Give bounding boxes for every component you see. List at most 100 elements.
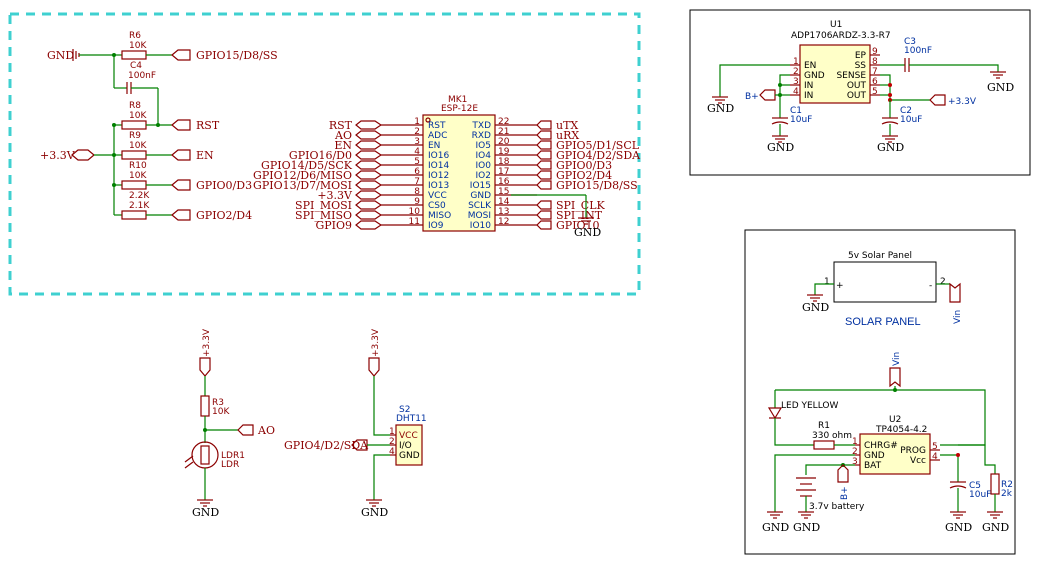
svg-text:GND: GND	[793, 521, 820, 534]
capacitor-c5: C5 10uF	[949, 481, 991, 500]
svg-text:1: 1	[824, 277, 830, 287]
solar-panel: 5v Solar Panel + - 1 2	[824, 251, 946, 303]
esp-left-pin-num-0: 1	[414, 117, 420, 127]
esp-right-pin-num-5: 17	[498, 167, 509, 177]
esp-left-pin-num-6: 7	[414, 177, 420, 187]
net-label-bplus-charger: B+	[837, 464, 850, 500]
svg-text:3.7v battery: 3.7v battery	[809, 502, 865, 512]
gnd-symbol-battery: GND	[793, 511, 820, 534]
charger-left-pin-2: BAT	[864, 461, 882, 471]
regulator-right-num-2: 7	[872, 67, 878, 77]
esp-net-flag	[355, 200, 383, 210]
net-label-en: EN	[171, 149, 214, 162]
charger-right-num-1: 4	[932, 452, 938, 462]
esp-left-pin-8: CS0	[428, 201, 446, 211]
esp-right-pin-2: IO5	[476, 141, 491, 151]
svg-text:GPIO0/D3: GPIO0/D3	[196, 179, 252, 192]
svg-text:GND: GND	[982, 521, 1009, 534]
esp-right-pin-0: TXD	[471, 121, 491, 131]
esp-group-border	[8, 12, 641, 296]
esp-right-net-10: GPIO10	[556, 219, 600, 232]
gnd-symbol-dht: GND	[361, 499, 388, 519]
esp-right-pin-5: IO2	[476, 171, 491, 181]
svg-text:R9: R9	[129, 131, 141, 141]
svg-text:C2: C2	[900, 106, 912, 116]
svg-text:2: 2	[940, 277, 946, 287]
esp-right-net-1: uRX	[556, 129, 579, 142]
esp-left-net-4: GPIO14/D5/SCK	[261, 159, 353, 172]
net-label-gpio2: GPIO2/D4	[171, 209, 252, 222]
esp-left-net-2: EN	[334, 139, 352, 152]
svg-text:R8: R8	[129, 101, 141, 111]
esp-net-flag	[355, 170, 383, 180]
svg-text:AO: AO	[257, 424, 275, 437]
regulator-u1: U1 ADP1706ARDZ-3.3-R7	[791, 20, 891, 104]
esp-net-flag	[355, 220, 383, 230]
esp-left-net-1: AO	[334, 129, 352, 142]
esp-right-pin-num-3: 19	[498, 147, 510, 157]
regulator-right-num-0: 9	[872, 47, 878, 57]
esp-right-net-4: GPIO0/D3	[556, 159, 612, 172]
svg-text:LDR1: LDR1	[221, 451, 245, 461]
svg-text:TP4054-4.2: TP4054-4.2	[875, 425, 927, 435]
esp-right-pin-num-10: 12	[498, 217, 509, 227]
regulator-left-num-0: 1	[793, 57, 799, 67]
regulator-left-num-1: 2	[793, 67, 799, 77]
charger-right-pin-0: PROG	[900, 446, 926, 456]
svg-text:GND: GND	[707, 102, 734, 115]
gnd-symbol-top-left: GND	[47, 49, 114, 62]
esp-left-pin-num-1: 2	[414, 127, 420, 137]
svg-text:100nF: 100nF	[128, 71, 156, 81]
regulator-right-num-4: 5	[872, 87, 878, 97]
svg-text:LED YELLOW: LED YELLOW	[781, 401, 838, 411]
esp-right-pin-9: MOSI	[468, 211, 491, 221]
svg-text:330 ohm: 330 ohm	[812, 431, 852, 441]
esp-left-pin-5: IO12	[428, 171, 449, 181]
esp-right-net-5: GPIO2/D4	[556, 169, 612, 182]
dht-pin-num-0: 1	[389, 427, 395, 437]
esp-left-net-7: +3.3V	[317, 189, 353, 202]
esp-left-pin-num-3: 4	[414, 147, 420, 157]
gnd-symbol-ldr: GND	[192, 499, 219, 519]
net-label-bplus-regulator: B+	[745, 89, 776, 102]
esp-right-net-flag	[536, 120, 552, 130]
svg-text:S2: S2	[399, 405, 410, 415]
svg-text:+3.3V: +3.3V	[202, 328, 212, 357]
esp-right-net-flag	[536, 140, 552, 150]
charger-left-pin-1: GND	[864, 451, 885, 461]
capacitor-c3: C3 100nF	[904, 37, 932, 72]
esp-right-net-flag	[536, 220, 552, 230]
regulator-right-pin-3: OUT	[847, 81, 867, 91]
svg-text:B+: B+	[840, 486, 850, 500]
svg-text:RST: RST	[196, 119, 220, 132]
esp-right-pin-num-6: 16	[498, 177, 510, 187]
svg-text:10uF: 10uF	[969, 490, 991, 500]
svg-text:GND: GND	[802, 301, 829, 314]
svg-text:-: -	[929, 281, 932, 291]
svg-text:GND: GND	[767, 141, 794, 154]
esp-left-pin-7: VCC	[428, 191, 447, 201]
resistor-r2: R2 2k	[990, 473, 1013, 499]
esp-right-net-flag	[536, 170, 552, 180]
svg-text:C5: C5	[969, 481, 981, 491]
esp-net-flag	[355, 120, 383, 130]
esp-right-pin-1: RXD	[472, 131, 491, 141]
svg-text:C1: C1	[790, 106, 802, 116]
esp-right-net-flag	[536, 150, 552, 160]
regulator-left-pin-3: IN	[804, 91, 813, 101]
esp-net-flag	[355, 180, 383, 190]
esp-left-net-6: GPIO13/D7/MOSI	[253, 179, 352, 192]
battery: 3.7v battery	[796, 477, 865, 512]
esp-right-net-0: uTX	[556, 119, 578, 132]
resistor-r3: R3 10K	[200, 395, 230, 417]
net-label-3v3-left: +3.3V	[40, 149, 95, 162]
dht11-sensor: S2 DHT11	[395, 405, 427, 466]
esp-left-net-5: GPIO12/D6/MISO	[253, 169, 352, 182]
svg-text:GND: GND	[192, 506, 219, 519]
esp12e-module: MK1 ESP-12E	[422, 95, 496, 232]
svg-text:GND: GND	[47, 49, 74, 62]
esp-right-pin-num-0: 22	[498, 117, 509, 127]
regulator-left-num-3: 4	[793, 87, 799, 97]
